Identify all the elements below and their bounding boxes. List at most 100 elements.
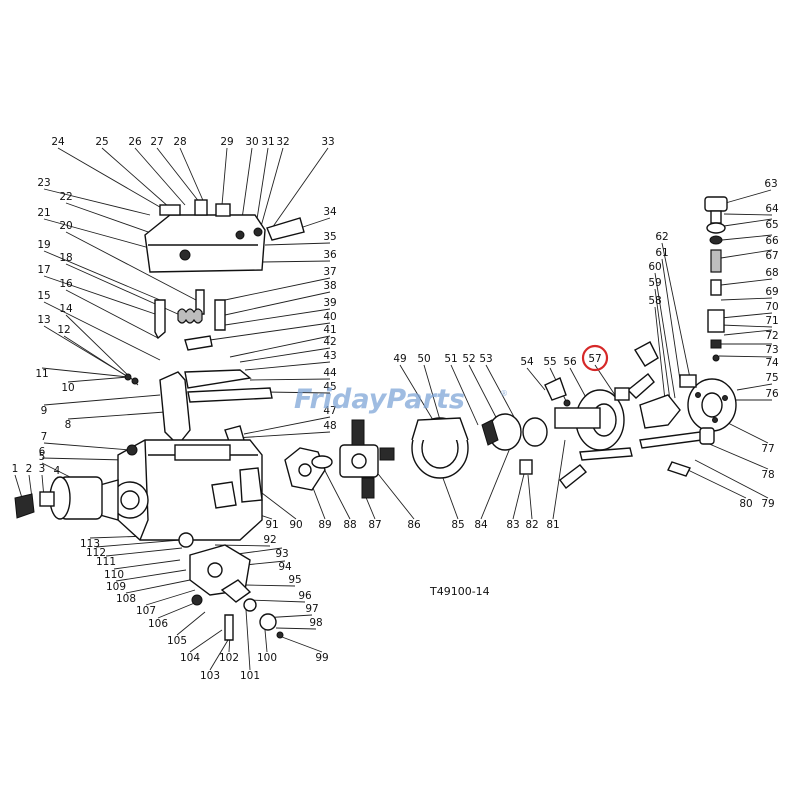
leader-line-49 <box>399 364 434 421</box>
leader-lines <box>14 147 773 671</box>
part-label-66: 66 <box>765 235 779 247</box>
leader-line-29 <box>221 147 228 206</box>
part-label-55: 55 <box>543 356 556 368</box>
governor-cover-drawing <box>144 199 305 273</box>
part-label-47: 47 <box>323 405 336 417</box>
leader-line-79 <box>694 459 769 499</box>
leader-line-101 <box>245 609 251 671</box>
leader-line-81 <box>552 439 566 520</box>
delivery-pipes-drawing <box>559 387 715 489</box>
leader-line-100 <box>264 629 268 653</box>
part-label-2: 2 <box>26 463 33 475</box>
part-label-97: 97 <box>305 603 318 615</box>
part-label-75: 75 <box>765 372 778 384</box>
part-label-25: 25 <box>95 136 108 148</box>
part-label-18: 18 <box>59 252 72 264</box>
part-label-51: 51 <box>444 353 457 365</box>
part-label-68: 68 <box>765 267 778 279</box>
leader-line-95 <box>244 584 296 587</box>
part-label-1: 1 <box>12 463 19 475</box>
leader-line-17 <box>43 275 159 316</box>
part-label-13: 13 <box>37 314 50 326</box>
leader-line-14 <box>65 314 139 386</box>
part-label-42: 42 <box>323 336 336 348</box>
leader-line-68 <box>720 278 773 286</box>
leader-line-39 <box>224 308 331 326</box>
part-label-38: 38 <box>323 280 336 292</box>
part-label-71: 71 <box>765 315 778 327</box>
part-label-79: 79 <box>761 498 774 510</box>
part-label-91: 91 <box>265 519 278 531</box>
part-label-57: 57 <box>588 353 601 365</box>
part-label-21: 21 <box>37 207 50 219</box>
leader-line-64 <box>723 213 773 216</box>
part-label-39: 39 <box>323 297 336 309</box>
governor-springs-drawing <box>154 289 226 351</box>
part-label-6: 6 <box>39 446 46 458</box>
leader-line-54 <box>526 367 546 391</box>
leader-line-41 <box>229 335 331 358</box>
leader-line-65 <box>723 218 773 227</box>
leader-line-80 <box>687 469 747 499</box>
leader-line-62 <box>661 242 691 379</box>
part-label-17: 17 <box>37 264 50 276</box>
part-label-43: 43 <box>323 350 336 362</box>
highlight-ring <box>581 344 609 372</box>
part-label-63: 63 <box>764 178 777 190</box>
part-label-3: 3 <box>39 463 46 475</box>
watermark-registered-mark: ® <box>500 389 508 398</box>
part-label-67: 67 <box>765 250 778 262</box>
leader-line-40 <box>209 322 331 341</box>
part-label-103: 103 <box>200 670 220 682</box>
part-label-90: 90 <box>289 519 302 531</box>
leader-line-50 <box>423 364 441 421</box>
part-label-105: 105 <box>167 635 187 647</box>
leader-line-96 <box>249 599 306 603</box>
leader-line-42 <box>239 347 331 363</box>
hydraulic-head-drawing <box>178 532 284 641</box>
part-label-9: 9 <box>41 405 48 417</box>
leader-line-105 <box>176 611 206 636</box>
part-label-108: 108 <box>116 593 136 605</box>
part-label-23: 23 <box>37 177 50 189</box>
leader-line-59 <box>654 288 671 401</box>
part-label-94: 94 <box>278 561 292 573</box>
part-label-70: 70 <box>765 301 778 313</box>
part-label-41: 41 <box>323 324 336 336</box>
part-label-32: 32 <box>276 136 289 148</box>
part-label-109: 109 <box>106 581 126 593</box>
part-label-62: 62 <box>655 231 668 243</box>
part-label-80: 80 <box>739 498 752 510</box>
part-label-11: 11 <box>35 368 48 380</box>
part-label-110: 110 <box>104 569 124 581</box>
part-label-82: 82 <box>525 519 538 531</box>
leader-line-110 <box>113 559 181 570</box>
part-label-54: 54 <box>520 356 534 368</box>
part-label-95: 95 <box>288 574 301 586</box>
part-label-59: 59 <box>648 277 661 289</box>
leader-line-1 <box>14 474 23 499</box>
part-label-96: 96 <box>298 590 312 602</box>
part-label-101: 101 <box>240 670 260 682</box>
part-label-22: 22 <box>59 191 72 203</box>
leader-line-28 <box>179 147 206 206</box>
part-label-104: 104 <box>180 652 200 664</box>
part-label-44: 44 <box>323 367 337 379</box>
part-label-92: 92 <box>263 534 276 546</box>
part-label-93: 93 <box>275 548 288 560</box>
part-label-76: 76 <box>765 388 779 400</box>
leader-line-94 <box>244 560 286 566</box>
leader-line-19 <box>43 250 161 301</box>
cam-ring-drawing <box>411 417 469 479</box>
leader-line-112 <box>95 539 181 548</box>
part-label-111: 111 <box>96 556 116 568</box>
leader-line-82 <box>527 474 533 520</box>
leader-line-86 <box>374 469 415 520</box>
leader-line-38 <box>224 291 331 316</box>
part-label-88: 88 <box>343 519 356 531</box>
leader-line-75 <box>736 383 773 391</box>
leader-line-33 <box>271 147 329 229</box>
part-label-73: 73 <box>765 344 778 356</box>
watermark: FridayParts <box>294 384 465 415</box>
